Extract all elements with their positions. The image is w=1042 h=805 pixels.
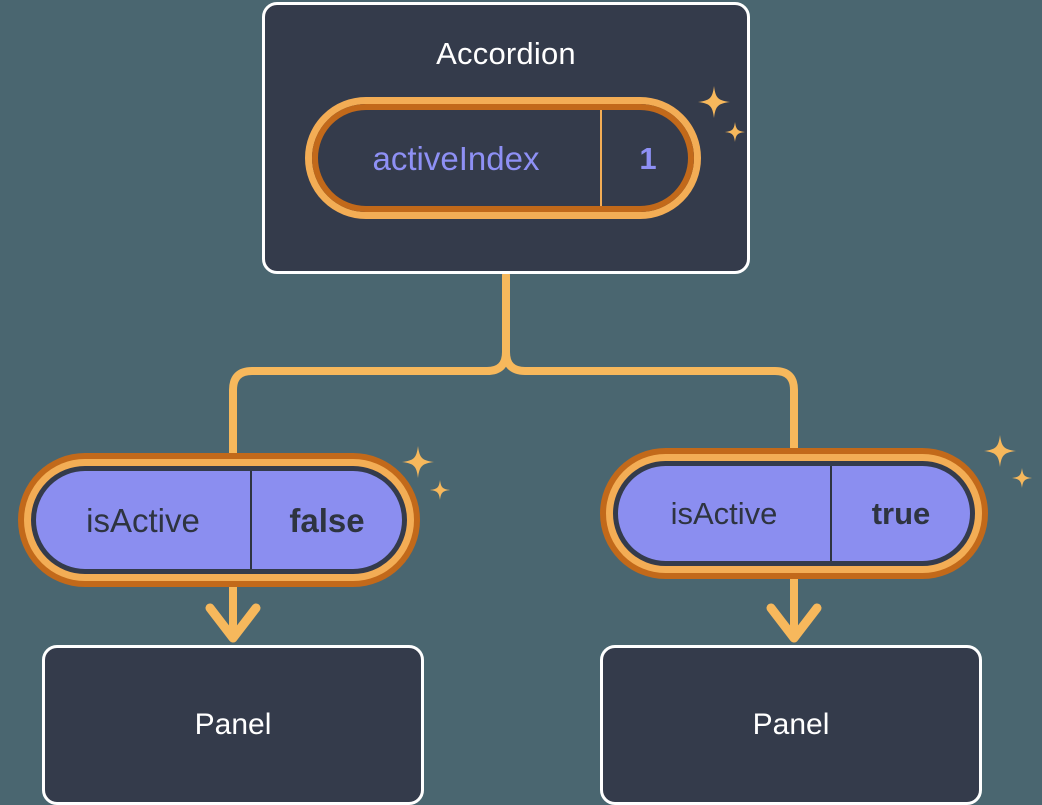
state-value-is-active-left: false [289, 501, 365, 539]
arrow-left-head [205, 603, 261, 643]
state-key-is-active-right: isActive [670, 496, 778, 531]
panel-node-left[interactable]: Panel [42, 645, 424, 805]
panel-node-right[interactable]: Panel [600, 645, 982, 805]
pill-divider [250, 471, 252, 569]
state-pill-is-active-false[interactable]: isActive false [31, 466, 407, 574]
connector-to-right [502, 348, 798, 465]
state-key-is-active-left: isActive [86, 501, 200, 539]
accordion-title: Accordion [436, 36, 576, 71]
sparkle-icon [984, 435, 1032, 488]
state-key-active-index: activeIndex [372, 139, 540, 177]
state-pill-active-index[interactable]: activeIndex 1 [305, 97, 701, 219]
arrow-right-head [766, 603, 822, 643]
panel-title-right: Panel [752, 708, 830, 741]
state-value-is-active-right: true [871, 496, 931, 531]
pill-divider [830, 466, 832, 561]
connector-to-left [229, 348, 510, 470]
sparkle-icon [402, 446, 450, 500]
state-value-active-index: 1 [639, 140, 657, 176]
state-pill-is-active-true[interactable]: isActive true [613, 461, 975, 566]
panel-title-left: Panel [194, 708, 272, 741]
diagram-canvas: Accordion activeIndex 1 isActive false P… [31, 2, 1032, 805]
pill-divider [600, 104, 602, 212]
